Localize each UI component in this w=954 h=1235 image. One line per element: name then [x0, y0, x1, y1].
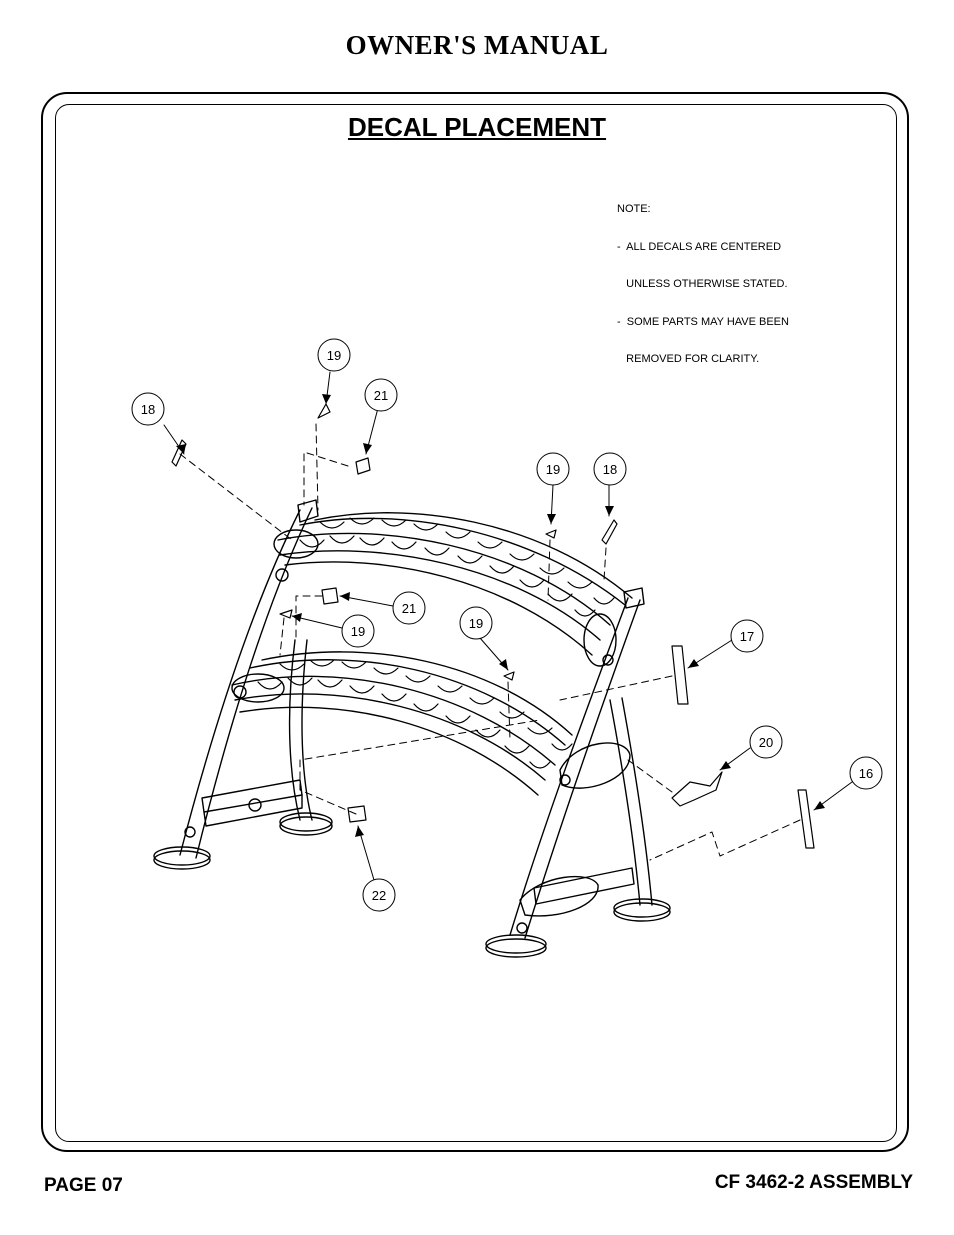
decals	[171, 403, 815, 849]
upper-tier	[277, 512, 633, 656]
decal-21-mid	[321, 587, 339, 605]
inner-frame	[55, 104, 897, 1142]
callout-20: 20	[759, 735, 773, 750]
note-line: UNLESS OTHERWISE STATED.	[617, 278, 788, 290]
upper-saddles	[299, 517, 615, 617]
decal-16	[797, 789, 815, 849]
callout-19: 19	[351, 624, 365, 639]
decal-19-mid-left	[279, 609, 293, 619]
lower-left-end-cap	[231, 673, 285, 703]
note-line: - SOME PARTS MAY HAVE BEEN	[617, 315, 789, 328]
callout-16: 16	[859, 766, 873, 781]
callout-19: 19	[327, 348, 341, 363]
upper-left-end-cap	[273, 529, 319, 559]
callout-18: 18	[603, 462, 617, 477]
callout-21: 21	[374, 388, 388, 403]
section-title: DECAL PLACEMENT	[347, 112, 607, 142]
left-frame	[179, 499, 319, 859]
right-frame	[509, 587, 653, 939]
callout-19: 19	[546, 462, 560, 477]
note-line: NOTE:	[617, 203, 651, 215]
callout-18: 18	[141, 402, 155, 417]
lower-right-end-cap	[559, 742, 631, 789]
decal-20	[671, 771, 723, 807]
decal-18-right	[601, 519, 618, 545]
lower-saddles	[257, 659, 573, 769]
decal-note: NOTE: - ALL DECALS ARE CENTERED UNLESS O…	[617, 178, 789, 378]
callout-circles	[131, 338, 883, 912]
manual-title: OWNER'S MANUAL	[345, 30, 609, 60]
callout-21: 21	[402, 601, 416, 616]
outer-frame	[41, 92, 909, 1152]
upper-right-end-cap	[583, 613, 617, 667]
callout-numbers: 19 21 18 19 18 21 19 19 17 20 16 22	[141, 348, 873, 903]
model-assembly: CF 3462-2 ASSEMBLY	[714, 1172, 913, 1193]
right-cross-brace	[516, 867, 635, 934]
decal-17	[671, 645, 689, 705]
callout-22: 22	[372, 888, 386, 903]
decal-19-right	[545, 529, 557, 539]
callout-17: 17	[740, 629, 754, 644]
left-cross-brace	[184, 779, 303, 838]
note-line: REMOVED FOR CLARITY.	[617, 353, 760, 365]
decal-21-top	[355, 457, 371, 475]
feet	[153, 812, 671, 958]
page-number: PAGE 07	[44, 1175, 123, 1196]
dashed-leaders	[179, 423, 801, 861]
callout-19: 19	[469, 616, 483, 631]
decal-19-top-left	[317, 403, 331, 419]
decal-19-mid	[503, 671, 515, 681]
arrowheads	[176, 394, 825, 837]
decal-22	[347, 805, 367, 823]
note-line: - ALL DECALS ARE CENTERED	[617, 240, 782, 253]
